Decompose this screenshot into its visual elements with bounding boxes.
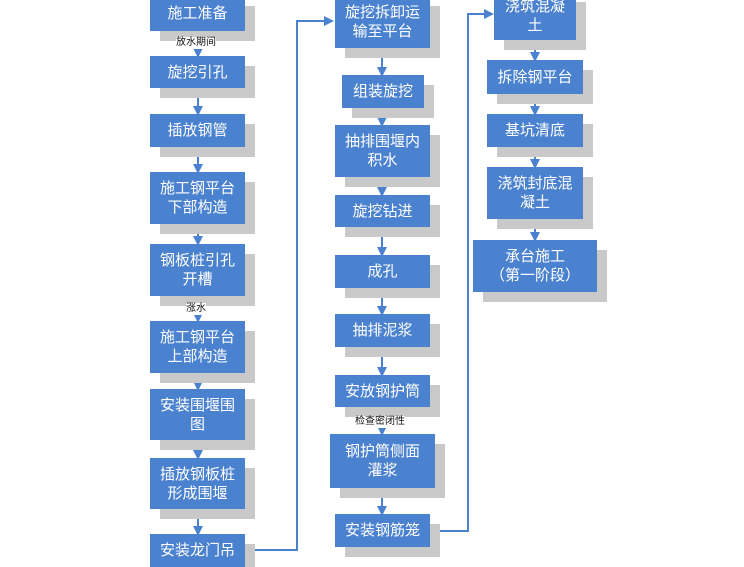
edge-label-drain-period: 放水期间 — [176, 37, 216, 49]
step-pump-cofferdam-water: 抽排围堰内 积水 — [335, 125, 430, 177]
step-install-rebar-cage: 安装钢筋笼 — [335, 514, 430, 547]
step-pit-clean-bottom: 基坑清底 — [487, 114, 583, 147]
step-sheetpile-trench: 钢板桩引孔 开槽 — [150, 244, 245, 296]
step-rotary-pilot-hole: 旋挖引孔 — [150, 56, 245, 88]
step-pile-cap-stage-one: 承台施工 （第一阶段） — [473, 240, 597, 292]
step-install-gantry-crane: 安装龙门吊 — [150, 534, 245, 567]
step-insert-steel-pipe: 插放钢管 — [150, 114, 245, 147]
step-sheetpile-cofferdam: 插放钢板桩 形成围堰 — [150, 458, 245, 509]
step-pour-concrete: 浇筑混凝 土 — [494, 0, 576, 40]
arrow-middle-to-right — [430, 9, 494, 532]
edge-label-rising-water: 涨水 — [186, 303, 206, 315]
step-pour-seal-concrete: 浇筑封底混 凝土 — [487, 167, 583, 219]
step-assemble-rig: 组装旋挖 — [342, 75, 424, 108]
step-rotary-drilling: 旋挖钻进 — [335, 195, 430, 227]
step-casing-grouting: 钢护筒侧面 灌浆 — [330, 434, 435, 488]
step-rig-transport: 旋挖拆卸运 输至平台 — [335, 0, 430, 48]
step-pump-mud: 抽排泥浆 — [335, 314, 430, 347]
step-place-casing: 安放钢护筒 — [335, 375, 430, 407]
step-platform-upper: 施工钢平台 上部构造 — [150, 321, 245, 373]
step-platform-lower: 施工钢平台 下部构造 — [150, 172, 245, 224]
step-construction-prep: 施工准备 — [150, 0, 245, 31]
step-remove-platform: 拆除钢平台 — [487, 60, 583, 94]
step-install-cofferdam-ring: 安装围堰围 图 — [150, 389, 245, 440]
step-hole-complete: 成孔 — [335, 255, 430, 288]
edge-label-check-seal: 检查密闭性 — [355, 416, 405, 428]
arrow-left-to-middle — [245, 16, 334, 551]
